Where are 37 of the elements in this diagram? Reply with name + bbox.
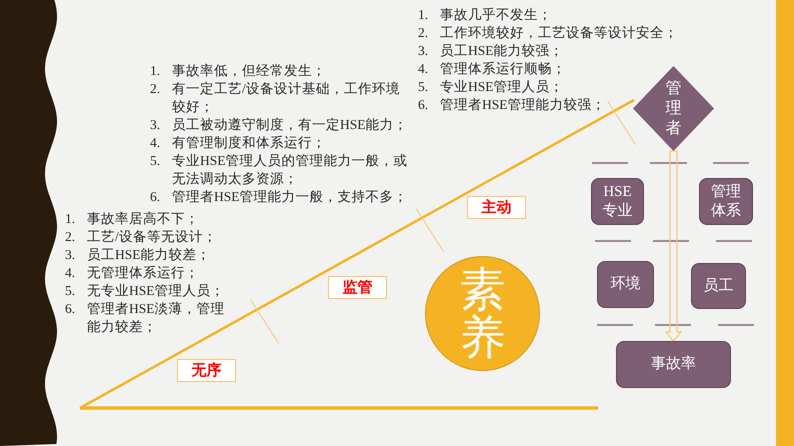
stage-label-box [467, 196, 526, 219]
arrow [664, 150, 682, 342]
list-item: 2. 工艺/设备等无设计； [65, 228, 217, 246]
list-item: 2. 有一定工艺/设备设计基础，工作环境较好； [150, 80, 401, 116]
list-item: 6. 管理者HSE淡薄，管理能力较差； [65, 300, 226, 336]
list-item: 4. 有管理制度和体系运行； [150, 134, 326, 152]
node-label: HSE专业 [602, 182, 634, 220]
node-label: 主动 [482, 198, 512, 216]
list-item: 5. 专业HSE管理人员的管理能力一般，或无法调动太多资源； [150, 152, 409, 188]
list-item: 6. 管理者HSE管理能力一般，支持不多； [150, 188, 408, 206]
node-label: 环境 [610, 275, 640, 294]
stage-label-box [328, 276, 387, 299]
rounded-box [616, 341, 731, 388]
list-item: 5. 专业HSE管理人员； [418, 78, 564, 96]
node-label: 素养 [458, 266, 506, 362]
node-label: 监管 [342, 278, 372, 296]
list-item: 1. 事故率居高不下； [65, 210, 199, 228]
node-label: 事故率 [651, 355, 696, 374]
list-item: 5. 无专业HSE管理人员； [65, 282, 225, 300]
list-item: 1. 事故率低，但经常发生； [150, 62, 326, 80]
node-label: 管理体系 [710, 182, 742, 220]
list-item: 6. 管理者HSE管理能力较强； [418, 96, 606, 114]
node-label: 管理者 [664, 78, 682, 138]
rounded-box [699, 178, 753, 225]
list-item: 2. 工作环境较好，工艺设备等设计安全； [418, 24, 678, 42]
list-item: 3. 员工HSE能力较差； [65, 246, 211, 264]
rounded-box [591, 178, 644, 225]
list-item: 3. 员工被动遵守制度，有一定HSE能力； [150, 116, 408, 134]
list-item: 3. 员工HSE能力较强； [418, 42, 564, 60]
stage-label-box [177, 359, 236, 382]
rounded-box [691, 263, 746, 309]
rounded-box [597, 261, 654, 308]
list-item: 1. 事故几乎不发生； [418, 6, 552, 24]
node-label: 无序 [192, 362, 222, 380]
node-label: 员工 [704, 276, 734, 296]
list-item: 4. 管理体系运行顺畅； [418, 60, 566, 78]
list-item: 4. 无管理体系运行； [65, 264, 199, 282]
